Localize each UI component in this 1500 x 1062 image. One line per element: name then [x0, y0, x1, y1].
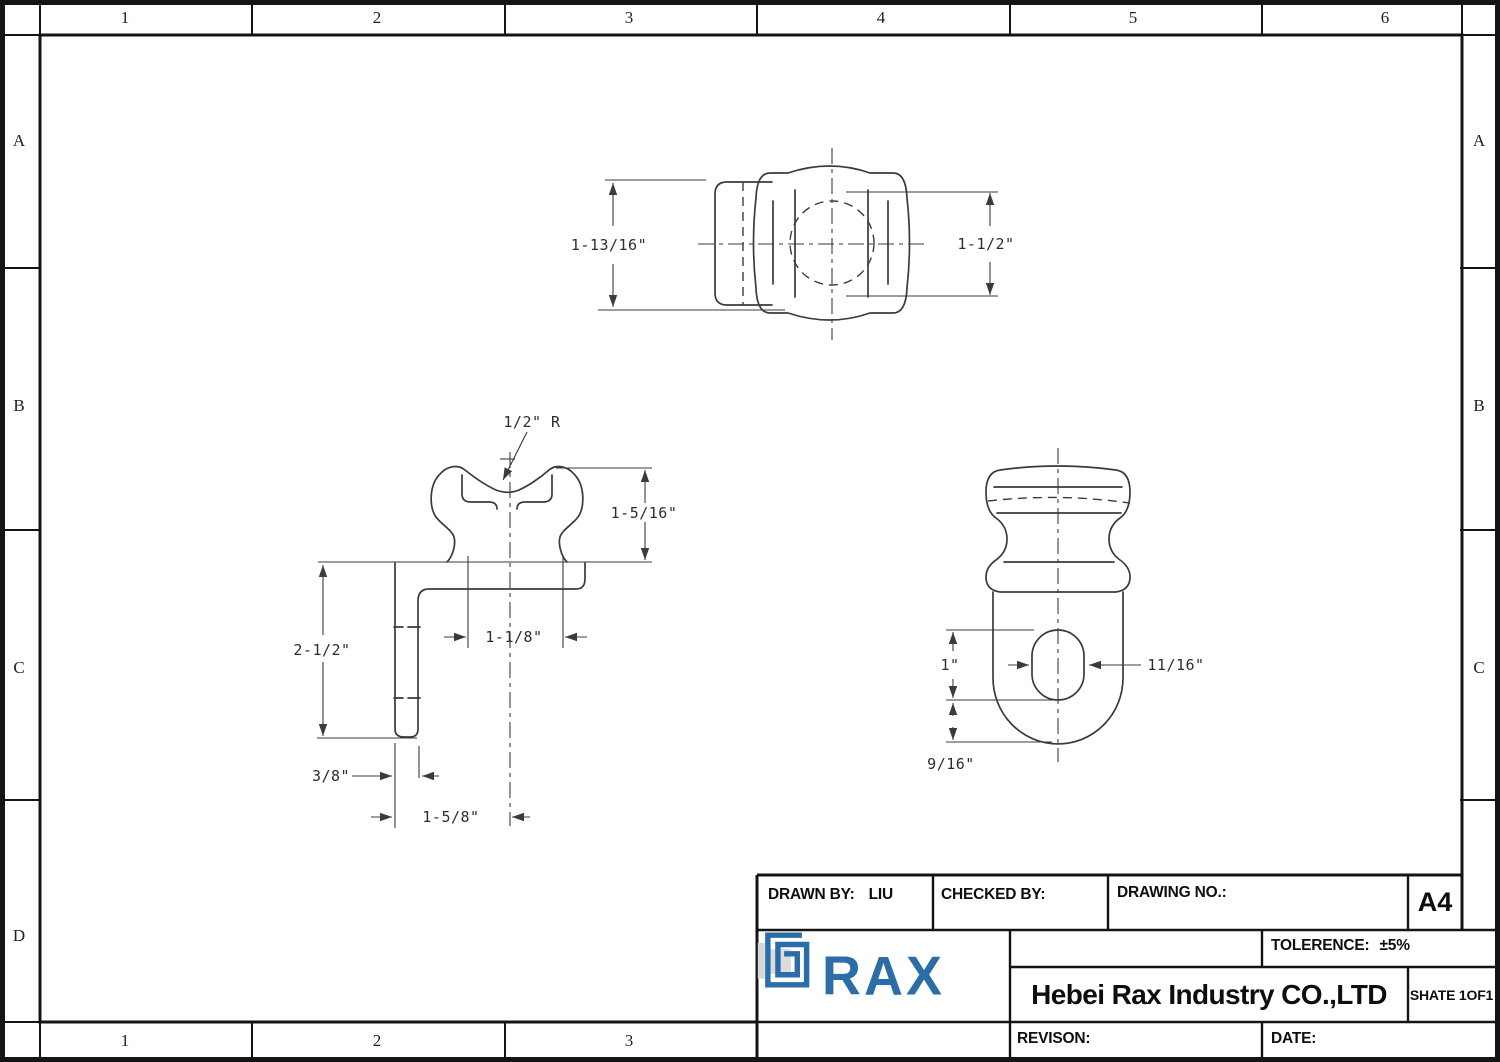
part-boss-outline — [714, 181, 773, 306]
zone-label-left-d: D — [12, 926, 26, 945]
dim-foot-offset: 1-5/8" — [422, 808, 479, 826]
dim-leg-thickness: 3/8" — [312, 767, 350, 785]
sheet-note: SHATE 1OF1 — [1409, 986, 1494, 1003]
clevis-outline — [992, 591, 1124, 745]
drawing-no-field: DRAWING NO.: — [1117, 884, 1227, 902]
paper-size: A4 — [1417, 887, 1453, 917]
revision-field: REVISON: — [1017, 1030, 1091, 1048]
date-label: DATE: — [1271, 1030, 1317, 1047]
drawing-no-label: DRAWING NO.: — [1117, 884, 1227, 901]
zone-label-left-a: A — [12, 131, 26, 150]
drawn-by-field: DRAWN BY: LIU — [768, 886, 893, 904]
zone-label-bottom-2: 2 — [372, 1031, 382, 1050]
dim-hole-width: 11/16" — [1147, 656, 1204, 674]
dim-top-width: 1-13/16" — [571, 236, 647, 254]
date-field: DATE: — [1271, 1030, 1316, 1048]
tolerance-field: TOLERENCE: ±5% — [1271, 937, 1410, 955]
checked-by-field: CHECKED BY: — [941, 886, 1045, 904]
logo-mark-icon — [757, 932, 810, 988]
bracket-outline — [394, 562, 586, 738]
zone-label-top-2: 2 — [372, 8, 382, 27]
dim-bottom-margin: 9/16" — [927, 755, 975, 773]
zone-label-top-5: 5 — [1128, 8, 1138, 27]
dim-radius: 1/2" R — [503, 413, 561, 431]
zone-label-top-6: 6 — [1380, 8, 1390, 27]
company-logo: RAX — [757, 930, 1010, 1022]
view-side: 1" 9/16" 11/16" — [927, 448, 1204, 773]
zone-label-right-a: A — [1472, 131, 1486, 150]
zone-label-left-c: C — [13, 658, 25, 677]
zone-label-right-b: B — [1473, 396, 1485, 415]
saddle-outline — [430, 465, 584, 563]
part-barrel-outline — [752, 165, 911, 321]
zone-label-top-4: 4 — [876, 8, 886, 27]
tolerance-label: TOLERENCE: — [1271, 937, 1370, 954]
zone-label-top-1: 1 — [120, 8, 130, 27]
view-front: 1/2" R 1-5/16" 2-1/2" 1-1/8" 3/8" — [291, 413, 683, 828]
dim-saddle-width: 1-1/8" — [485, 628, 542, 646]
zone-label-left-b: B — [13, 396, 25, 415]
hidden-bore-circle — [789, 200, 875, 286]
zone-label-right-c: C — [1473, 658, 1485, 677]
zone-label-bottom-3: 3 — [624, 1031, 634, 1050]
tolerance-value: ±5% — [1379, 937, 1410, 954]
dim-saddle-height: 1-5/16" — [611, 504, 678, 522]
dim-leg-length: 2-1/2" — [293, 641, 350, 659]
logo-text: RAX — [821, 945, 945, 1007]
title-block-grid — [755, 873, 1499, 1061]
drawn-by-label: DRAWN BY: — [768, 886, 855, 903]
dim-hole-height: 1" — [940, 656, 959, 674]
revision-label: REVISON: — [1017, 1030, 1091, 1047]
drawn-by-value: LIU — [868, 886, 894, 903]
company-name: Hebei Rax Industry CO.,LTD — [1031, 978, 1387, 1010]
dim-top-height: 1-1/2" — [957, 235, 1014, 253]
view-top: 1-13/16" 1-1/2" — [564, 148, 1024, 340]
zone-label-top-3: 3 — [624, 8, 634, 27]
zone-label-bottom-1: 1 — [120, 1031, 130, 1050]
spool-outline — [985, 465, 1131, 593]
checked-by-label: CHECKED BY: — [941, 886, 1046, 903]
